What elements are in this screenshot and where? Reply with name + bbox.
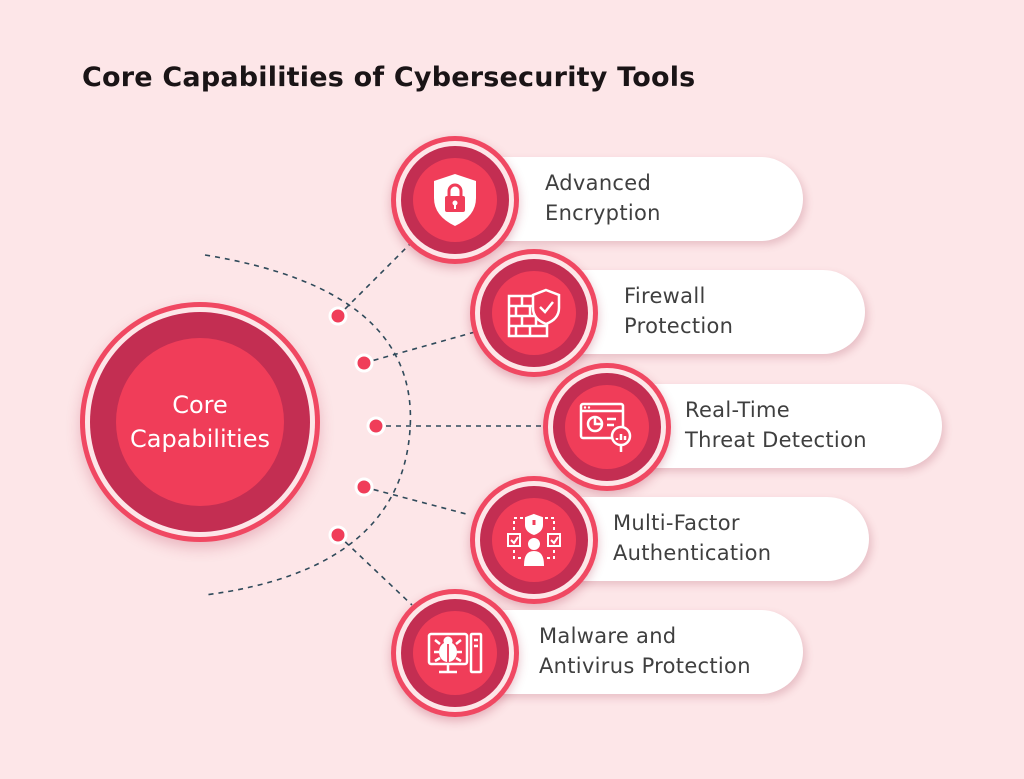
capability-label-malware: Malware and Antivirus Protection (539, 624, 751, 678)
capability-label-firewall: Firewall Protection (624, 284, 734, 338)
connector-dot-1 (328, 306, 348, 326)
capability-label-threat-detection: Real-Time Threat Detection (685, 398, 867, 452)
capability-node-mfa (470, 476, 598, 604)
capability-node-malware (391, 589, 519, 717)
connector-dot-2 (354, 353, 374, 373)
computer-bug-icon (427, 632, 483, 674)
spoke-1 (337, 235, 419, 317)
page-title: Core Capabilities of Cybersecurity Tools (82, 62, 696, 93)
spoke-5 (337, 534, 413, 606)
firewall-shield-icon (507, 288, 561, 338)
capability-node-firewall (470, 249, 598, 377)
core-capabilities-hub: Core Capabilities (80, 302, 320, 542)
capability-label-encryption: Advanced Encryption (545, 171, 661, 225)
hub-label-line1: Core (172, 391, 228, 419)
hub-label: Core Capabilities (116, 338, 284, 506)
monitor-magnifier-icon (579, 402, 632, 452)
shield-lock-icon (434, 174, 476, 226)
capability-node-encryption (391, 136, 519, 264)
spoke-2 (363, 331, 476, 364)
capability-label-mfa: Multi-Factor Authentication (613, 511, 772, 565)
spoke-4 (363, 486, 471, 516)
hub-label-line2: Capabilities (130, 425, 270, 453)
user-verification-icon (507, 513, 561, 566)
connector-dot-4 (354, 477, 374, 497)
connector-dot-3 (366, 416, 386, 436)
capability-node-threat-detection (543, 363, 671, 491)
connector-dot-5 (328, 525, 348, 545)
